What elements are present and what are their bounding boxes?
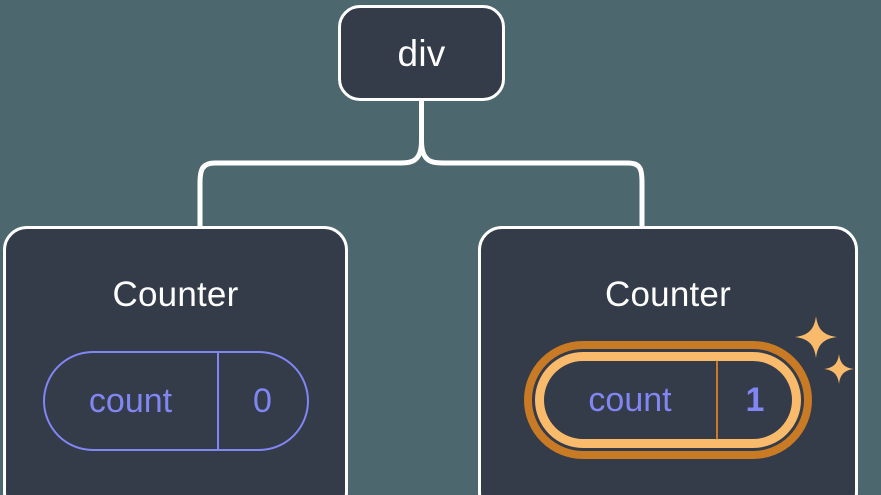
state-pill-count-left[interactable]: count 0 [42, 351, 309, 451]
counter-left-state-wrap: count 0 [6, 351, 345, 451]
connector-branch-right [419, 138, 645, 229]
node-counter-left[interactable]: Counter count 0 [3, 226, 348, 495]
state-pill-count-right[interactable]: count 1 [535, 352, 801, 448]
sparkle-group [795, 316, 857, 392]
node-div-label: div [397, 32, 446, 74]
sparkle-icon [824, 354, 854, 384]
state-key-label-left: count [88, 382, 173, 420]
state-key-label-right: count [588, 381, 672, 419]
node-counter-right[interactable]: Counter count 1 [478, 226, 858, 495]
state-value-label-right: 1 [716, 361, 792, 439]
counter-left-title: Counter [112, 275, 239, 314]
counter-right-title: Counter [605, 275, 731, 314]
state-pill-count-right-highlight[interactable]: count 1 [524, 341, 812, 459]
node-div[interactable]: div [338, 5, 505, 101]
state-value-label-left: 0 [216, 353, 307, 449]
connector-branch-left [197, 138, 424, 229]
sparkle-icon [795, 316, 837, 358]
counter-right-state-wrap: count 1 [481, 341, 855, 459]
